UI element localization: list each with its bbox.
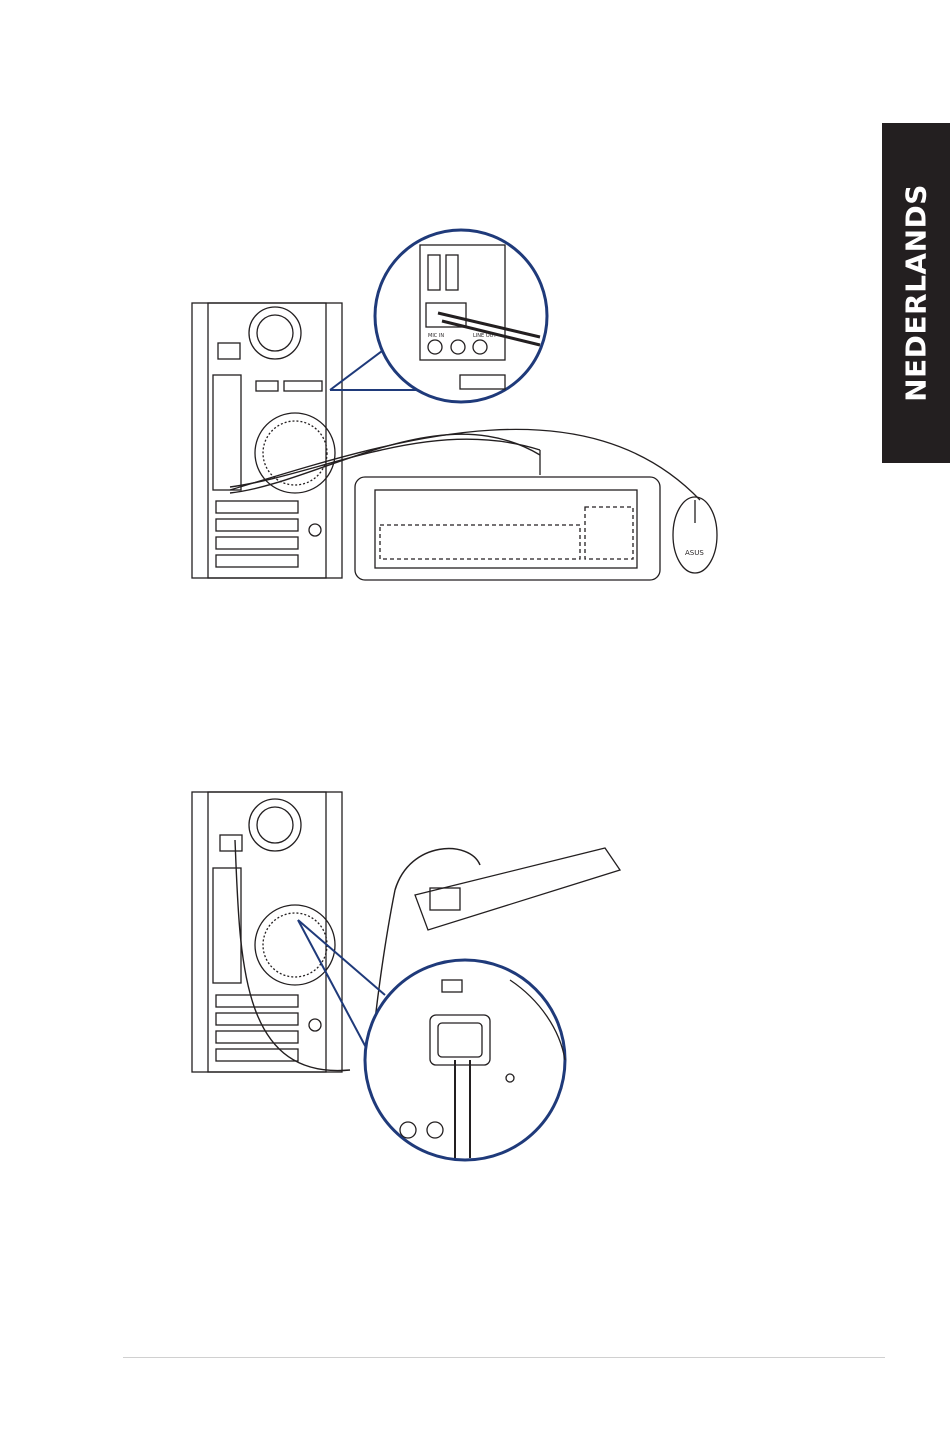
keyboard <box>355 477 660 580</box>
mic-in-label: MIC IN <box>428 333 444 339</box>
pc-tower-rear-2 <box>192 792 342 1072</box>
language-tab: NEDERLANDS <box>882 123 950 463</box>
language-label: NEDERLANDS <box>900 184 933 402</box>
power-connection-figure <box>180 780 640 1165</box>
power-strip <box>395 848 620 930</box>
footer-divider <box>123 1357 885 1358</box>
mouse-brand-label: ASUS <box>685 549 704 557</box>
keyboard-mouse-connection-figure: MIC IN LINE OUT ASUS <box>180 225 740 600</box>
line-out-label: LINE OUT <box>473 333 497 339</box>
ports-callout: MIC IN LINE OUT <box>330 230 547 402</box>
mouse: ASUS <box>673 497 717 573</box>
pc-tower-rear <box>192 303 342 578</box>
power-callout <box>298 920 565 1160</box>
